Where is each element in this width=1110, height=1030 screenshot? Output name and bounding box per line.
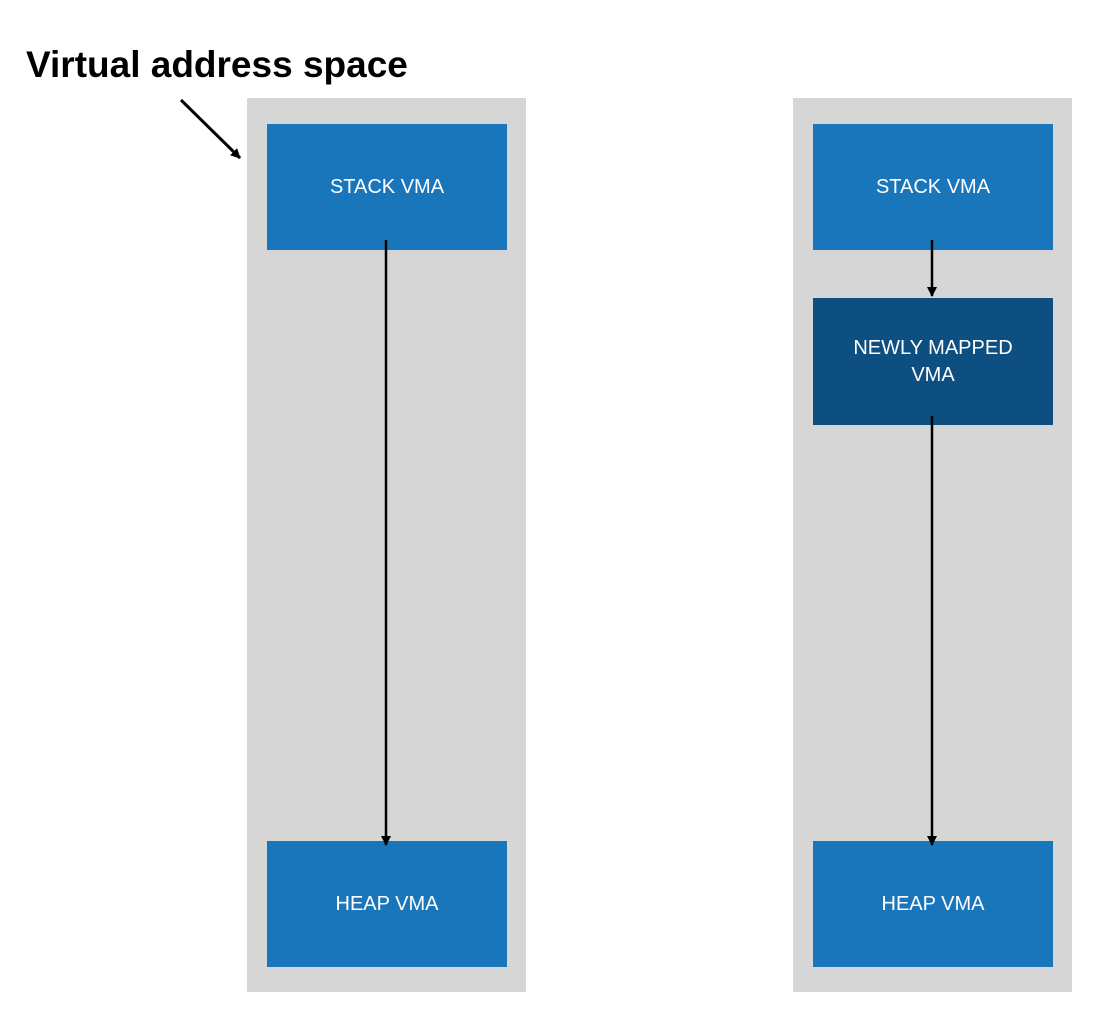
stack-vma-label: STACK VMA: [875, 175, 991, 198]
stack-vma-right: STACK VMA: [813, 124, 1053, 250]
stack-vma-left: STACK VMA: [267, 124, 507, 250]
heap-vma-label: HEAP VMA: [881, 892, 985, 915]
heap-vma-left: HEAP VMA: [267, 841, 507, 967]
newly-mapped-vma: NEWLY MAPPED VMA: [813, 298, 1053, 425]
heap-vma-label: HEAP VMA: [335, 892, 439, 915]
stack-vma-label: STACK VMA: [329, 175, 445, 198]
address-space-left: STACK VMA HEAP VMA: [247, 98, 526, 992]
address-space-right: STACK VMA NEWLY MAPPED VMA HEAP VMA: [793, 98, 1072, 992]
heap-vma-right: HEAP VMA: [813, 841, 1053, 967]
diagram-title: Virtual address space: [26, 44, 408, 85]
title-pointer-arrow: [179, 98, 242, 160]
newly-mapped-vma-label: NEWLY MAPPED VMA: [853, 336, 1013, 386]
